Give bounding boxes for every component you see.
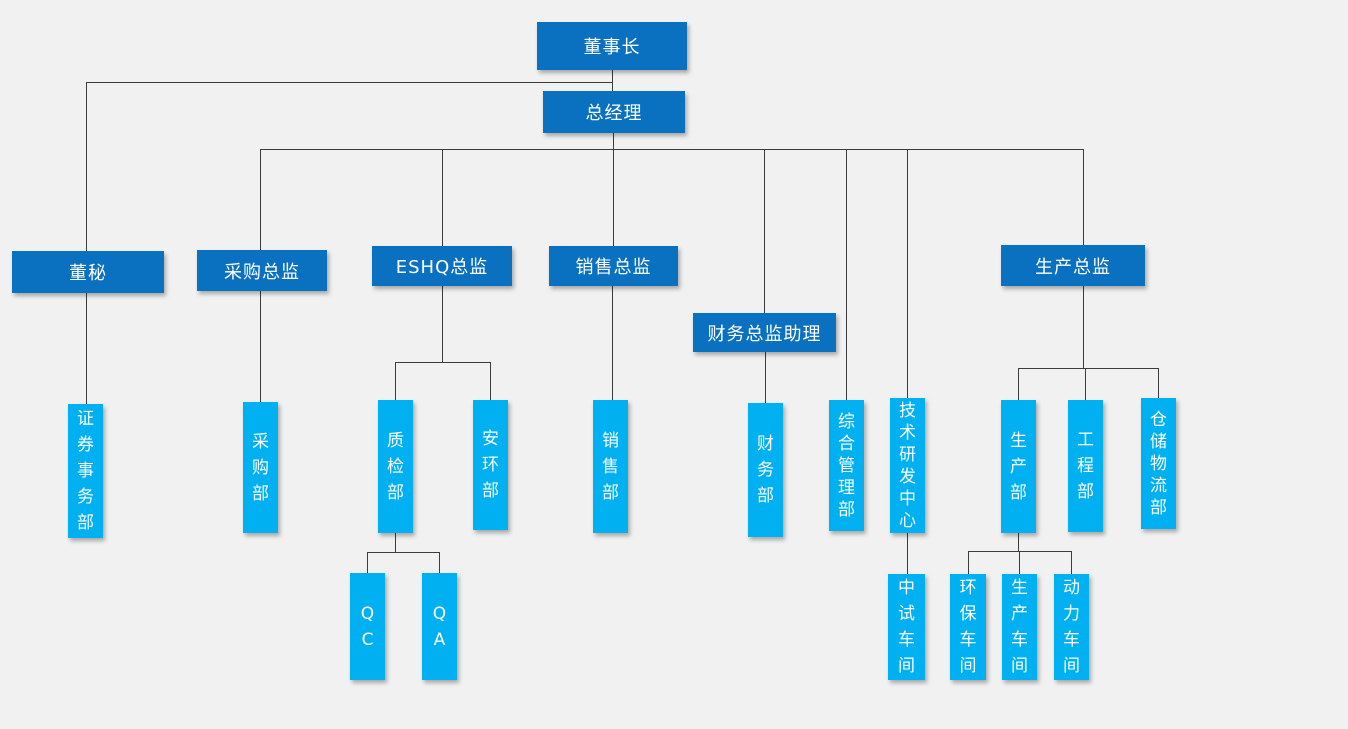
edge-env-workshop-drop bbox=[968, 551, 969, 574]
org-node-tech-rd-center: 技术研发中心 bbox=[890, 398, 925, 533]
org-node-finance-dept: 财务部 bbox=[748, 403, 783, 537]
edge-drop-general-admin bbox=[846, 149, 847, 400]
edge-qc-drop bbox=[367, 552, 368, 573]
org-node-board-secretary: 董秘 bbox=[12, 251, 164, 293]
org-node-production-director-label: 生产总监 bbox=[1035, 256, 1111, 278]
edge-gm-mainline bbox=[613, 133, 614, 149]
org-node-power-workshop-label: 动力车间 bbox=[1063, 578, 1080, 676]
org-node-general-admin-dept-label: 综合管理部 bbox=[838, 411, 855, 520]
org-node-sales-dept-label: 销售部 bbox=[602, 430, 619, 503]
org-node-finance-director-assistant: 财务总监助理 bbox=[693, 313, 836, 352]
org-node-chairman-label: 董事长 bbox=[583, 37, 641, 58]
org-node-warehouse-logistics-dept: 仓储物流部 bbox=[1141, 398, 1176, 529]
edge-qa-drop bbox=[439, 552, 440, 573]
org-node-eshq-director: ESHQ总监 bbox=[372, 246, 512, 286]
org-node-quality-inspection-dept: 质检部 bbox=[378, 400, 413, 533]
edge-quality-dept-drop bbox=[395, 362, 396, 400]
edge-eshq-children-h bbox=[395, 362, 491, 363]
org-node-qa: QA bbox=[422, 573, 457, 680]
edge-drop-production-director bbox=[1083, 149, 1084, 245]
org-node-chairman: 董事长 bbox=[537, 22, 687, 70]
edge-chairman-secretary-h bbox=[86, 82, 613, 83]
edge-production-dept-junction bbox=[1018, 533, 1019, 551]
edge-power-workshop-drop bbox=[1071, 551, 1072, 574]
org-node-securities-affairs-dept: 证券事务部 bbox=[68, 404, 103, 538]
org-node-purchasing-director: 采购总监 bbox=[197, 250, 327, 291]
org-node-finance-director-assistant-label: 财务总监助理 bbox=[707, 323, 822, 345]
org-node-quality-inspection-dept-label: 质检部 bbox=[387, 430, 404, 503]
org-node-qc-label: QC bbox=[360, 603, 375, 650]
org-node-engineering-dept-label: 工程部 bbox=[1077, 430, 1094, 502]
edge-sales-dept bbox=[612, 286, 613, 400]
org-node-production-director: 生产总监 bbox=[1001, 245, 1145, 286]
org-node-sales-director: 销售总监 bbox=[549, 246, 678, 286]
edge-eshq-junction bbox=[442, 286, 443, 362]
org-node-purchasing-dept-label: 采购部 bbox=[252, 431, 269, 504]
org-node-env-protection-workshop: 环保车间 bbox=[950, 574, 986, 680]
edge-drop-eshq-director bbox=[442, 149, 443, 246]
edge-drop-sales-director bbox=[613, 149, 614, 246]
edge-drop-rd-center bbox=[907, 149, 908, 398]
org-node-safety-environment-dept: 安环部 bbox=[473, 400, 508, 530]
org-node-production-workshop: 生产车间 bbox=[1002, 574, 1037, 680]
edge-workshops-h bbox=[968, 551, 1072, 552]
org-node-production-workshop-label: 生产车间 bbox=[1011, 578, 1028, 676]
edge-production-children-h bbox=[1018, 368, 1159, 369]
org-node-power-workshop: 动力车间 bbox=[1054, 574, 1089, 680]
edge-secretary-drop bbox=[86, 82, 87, 251]
org-node-sales-dept: 销售部 bbox=[593, 400, 628, 533]
edge-drop-purchasing-director bbox=[260, 149, 261, 250]
org-node-pilot-workshop-label: 中试车间 bbox=[898, 578, 915, 676]
org-node-tech-rd-center-label: 技术研发中心 bbox=[899, 400, 916, 531]
org-node-general-manager-label: 总经理 bbox=[585, 103, 643, 124]
edge-production-workshop-drop bbox=[1019, 551, 1020, 574]
org-node-env-protection-workshop-label: 环保车间 bbox=[959, 578, 977, 676]
org-node-general-manager: 总经理 bbox=[543, 91, 685, 133]
edge-quality-junction bbox=[395, 533, 396, 552]
org-node-safety-environment-dept-label: 安环部 bbox=[482, 429, 499, 501]
org-node-finance-dept-label: 财务部 bbox=[757, 434, 774, 506]
org-node-sales-director-label: 销售总监 bbox=[575, 257, 652, 278]
edge-warehouse-dept-drop bbox=[1158, 368, 1159, 398]
edge-finance-dept bbox=[765, 352, 766, 403]
org-node-pilot-workshop: 中试车间 bbox=[888, 574, 925, 680]
org-node-board-secretary-label: 董秘 bbox=[69, 263, 107, 284]
edge-qcqa-h bbox=[367, 552, 440, 553]
edge-secretary-securities bbox=[86, 293, 87, 404]
org-node-production-dept-label: 生产部 bbox=[1010, 430, 1027, 503]
edge-rd-pilot-workshop bbox=[907, 533, 908, 574]
edge-purchasing-dept bbox=[260, 291, 261, 402]
edge-mainline bbox=[260, 149, 1084, 150]
org-node-warehouse-logistics-dept-label: 仓储物流部 bbox=[1150, 409, 1167, 518]
org-node-eshq-director-label: ESHQ总监 bbox=[395, 257, 489, 278]
org-node-purchasing-dept: 采购部 bbox=[243, 402, 278, 533]
edge-production-dept-drop bbox=[1018, 368, 1019, 400]
edge-production-junction bbox=[1083, 286, 1084, 368]
org-node-securities-affairs-dept-label: 证券事务部 bbox=[77, 409, 94, 533]
edge-chairman-gm bbox=[612, 70, 613, 91]
org-node-engineering-dept: 工程部 bbox=[1068, 400, 1103, 532]
edge-engineering-dept-drop bbox=[1085, 368, 1086, 400]
org-node-purchasing-director-label: 采购总监 bbox=[224, 261, 300, 283]
org-node-general-admin-dept: 综合管理部 bbox=[829, 400, 864, 531]
org-node-production-dept: 生产部 bbox=[1001, 400, 1036, 533]
edge-drop-finance-assistant bbox=[764, 149, 765, 313]
org-node-qc: QC bbox=[350, 573, 385, 680]
org-node-qa-label: QA bbox=[432, 603, 447, 650]
edge-safety-dept-drop bbox=[490, 362, 491, 400]
